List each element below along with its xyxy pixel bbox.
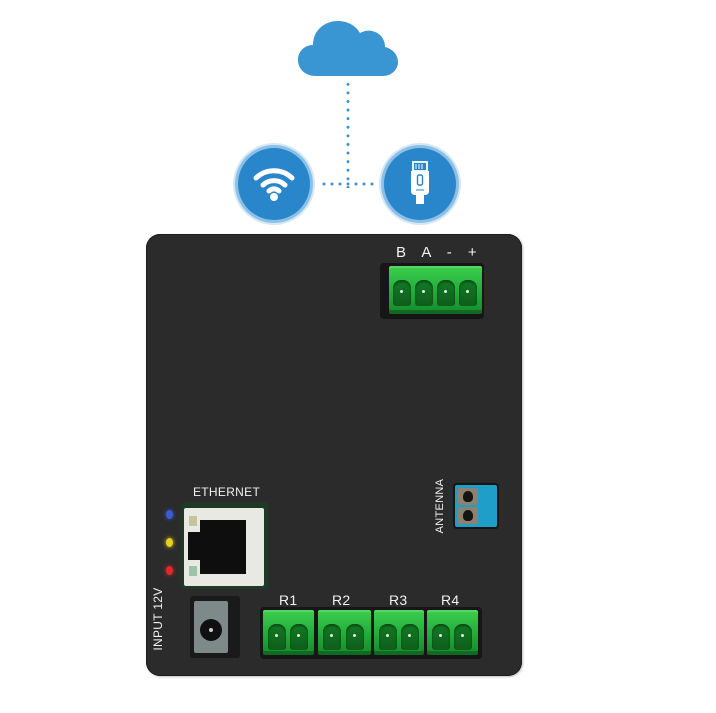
ethernet-badge (384, 148, 456, 220)
relay-label-r4: R4 (441, 592, 460, 608)
ethernet-link-led (189, 516, 197, 526)
antenna-label: ANTENNA (434, 478, 446, 534)
status-led-blue (166, 510, 173, 519)
status-led-red (166, 566, 173, 575)
cloud-connection-line (346, 80, 350, 188)
cloud-icon (298, 21, 398, 76)
rs485-labels: B A - + (396, 244, 483, 261)
relay-terminal-r1 (263, 610, 314, 655)
dc-power-jack (190, 596, 240, 658)
wifi-ethernet-connection-line (320, 182, 376, 186)
wifi-icon (253, 168, 295, 201)
relay-terminal-r4 (427, 610, 478, 655)
relay-label-r3: R3 (389, 592, 408, 608)
rs485-terminal (389, 266, 482, 314)
wifi-badge (238, 148, 310, 220)
relay-terminal-r3 (374, 610, 424, 655)
relay-terminal-r2 (318, 610, 371, 655)
status-led-yellow (166, 538, 173, 547)
relay-label-r1: R1 (279, 592, 298, 608)
power-input-label: INPUT 12V (151, 587, 165, 651)
antenna-terminal (455, 485, 497, 527)
ethernet-activity-led (189, 566, 197, 576)
ethernet-plug-icon (411, 161, 429, 204)
ethernet-port (181, 502, 268, 589)
relay-label-r2: R2 (332, 592, 351, 608)
ethernet-label: ETHERNET (193, 485, 261, 499)
